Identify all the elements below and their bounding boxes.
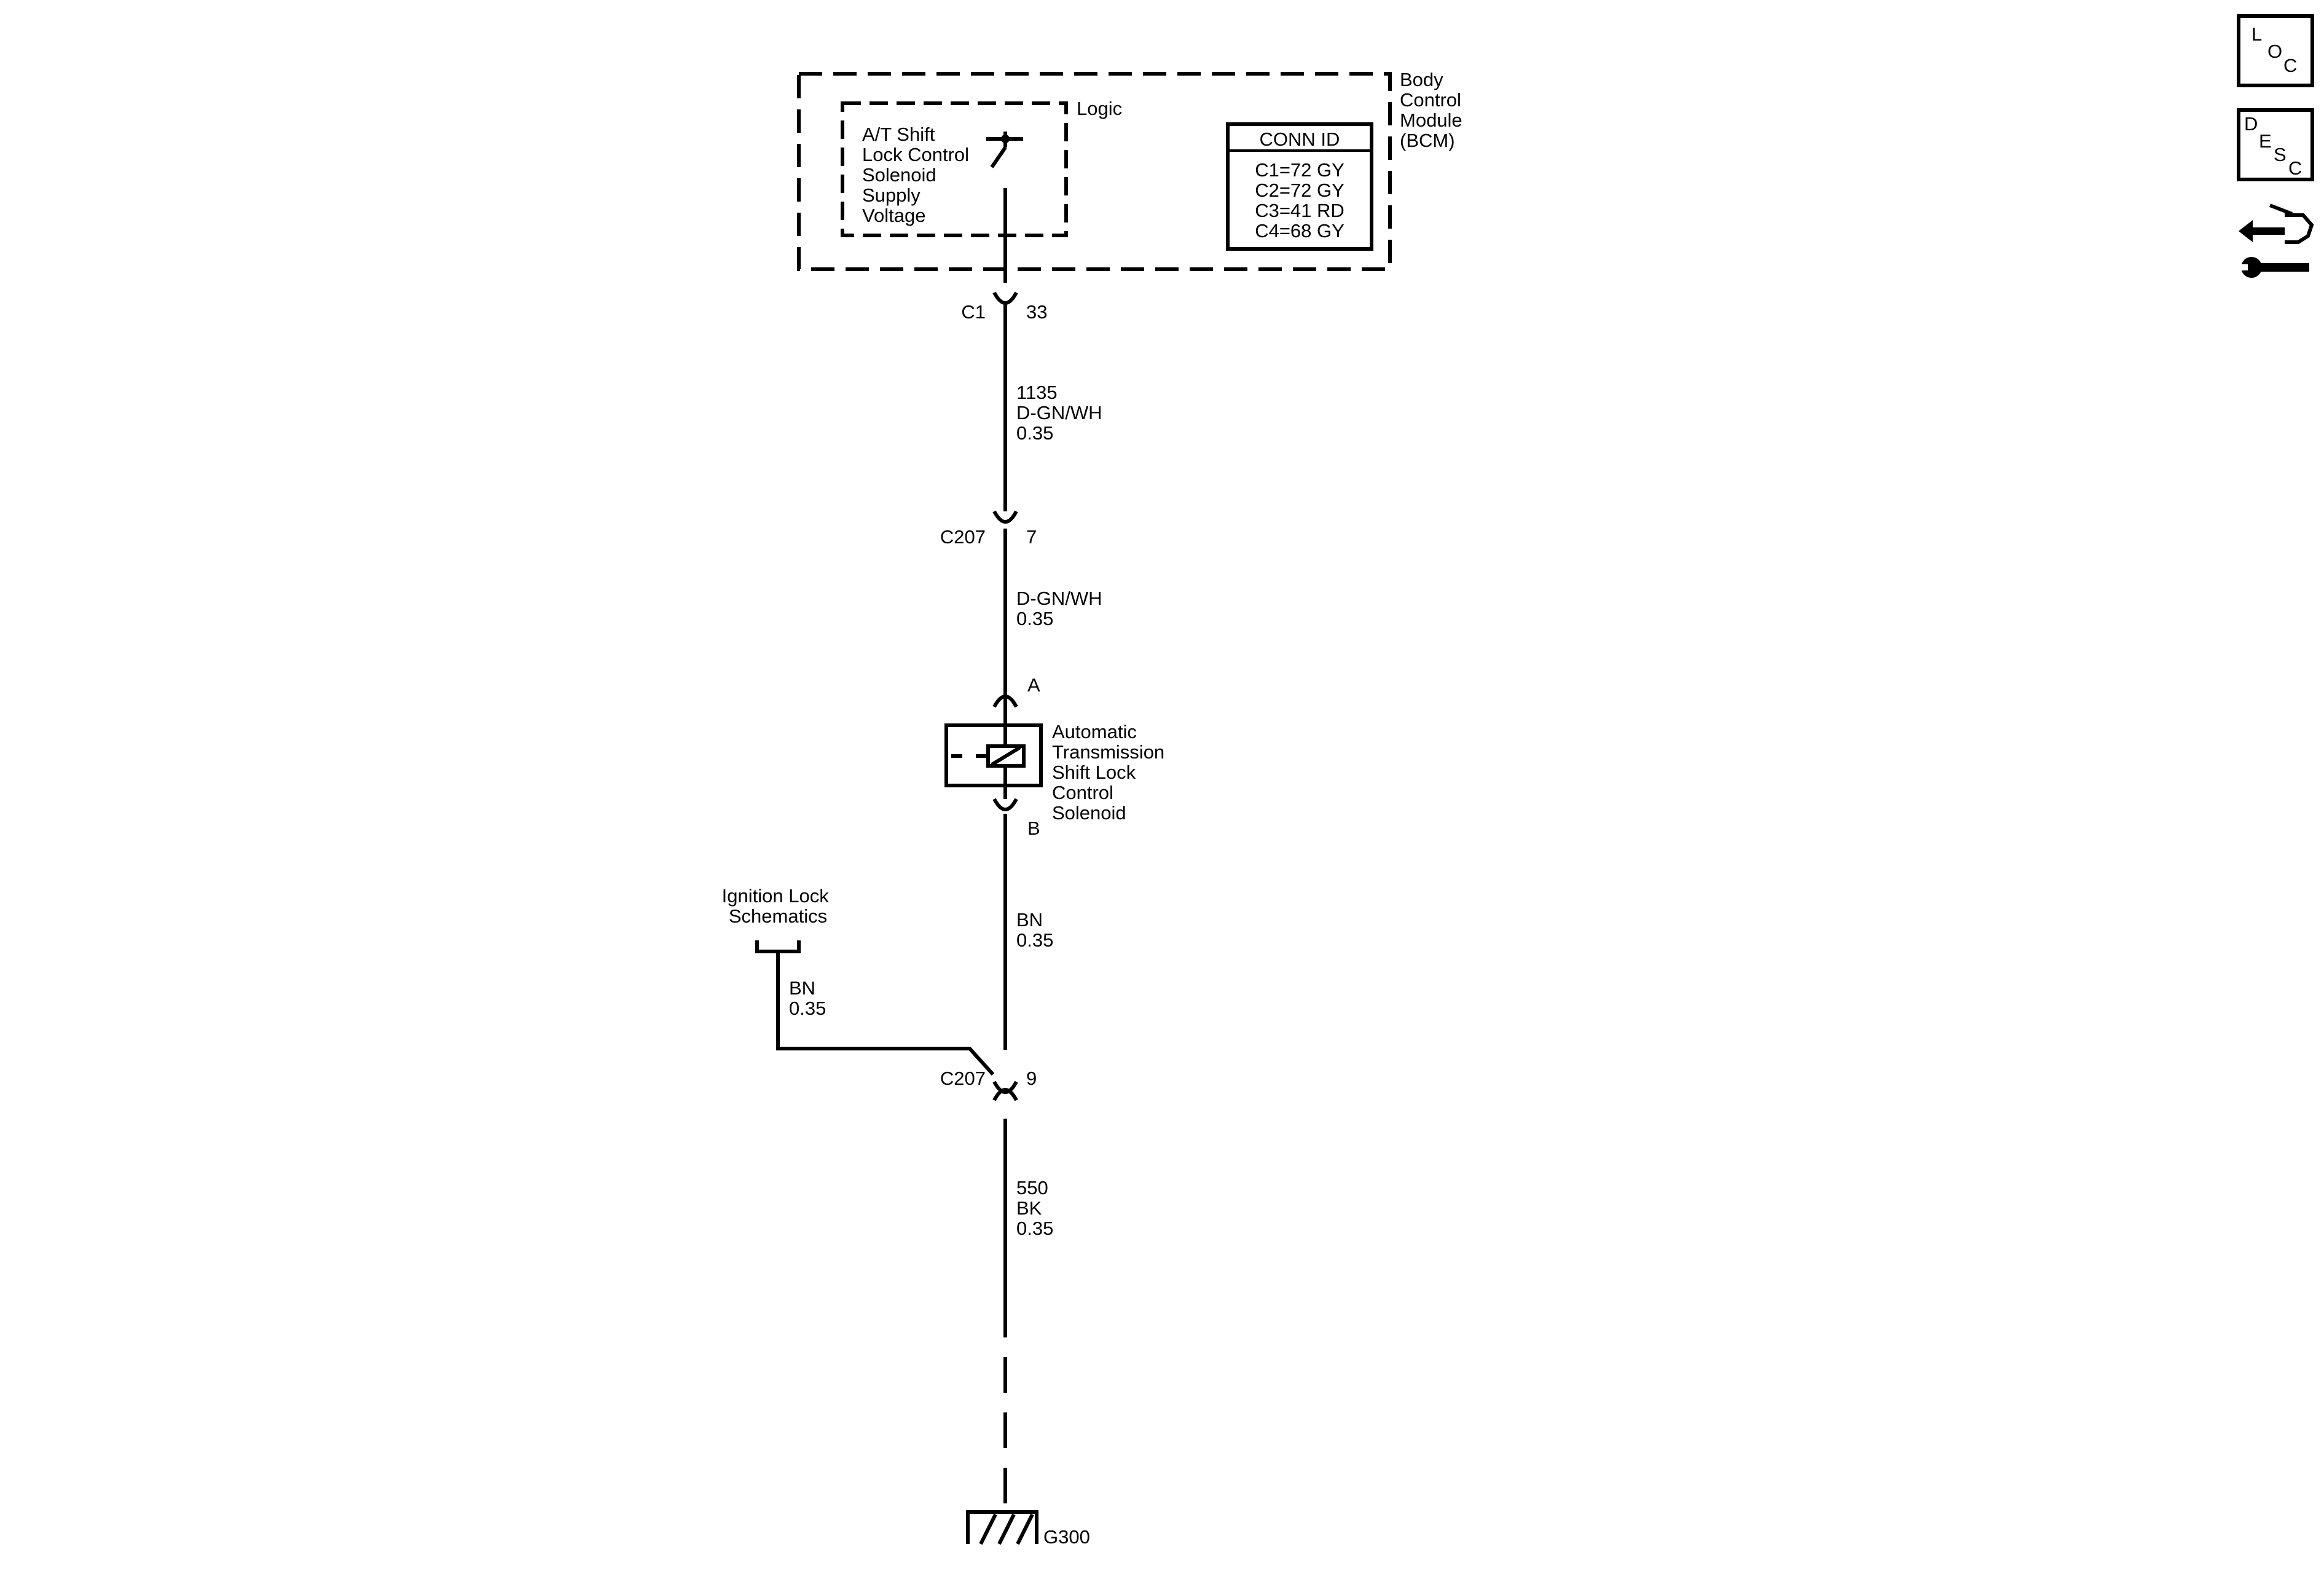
bcm-module[interactable]: Body Control Module (BCM) Logic A/T Shif… xyxy=(797,69,1467,283)
ignition-lock-reference[interactable]: Ignition Lock Schematics BN 0.35 xyxy=(722,885,995,1076)
ground-symbol xyxy=(966,1510,1038,1545)
solenoid-name: Automatic Transmission Shift Lock Contro… xyxy=(1052,721,1170,824)
logic-outline xyxy=(841,101,1068,237)
conn-id-header: CONN ID xyxy=(1260,128,1340,150)
shift-lock-solenoid[interactable]: A B Automatic Transmission Shift Lock Co… xyxy=(944,674,1170,839)
conn-id-table: CONN ID C1=72 GY C2=72 GY C3=41 RD C4=68… xyxy=(1226,122,1373,251)
desc-letter: D xyxy=(2244,113,2258,135)
solenoid-pin-b: B xyxy=(1027,817,1040,839)
loc-button[interactable]: L O C xyxy=(2237,14,2314,87)
circuit-description: A/T Shift Lock Control Solenoid Supply V… xyxy=(862,124,975,226)
connector-c207-pin7-pin: 7 xyxy=(1026,526,1037,548)
wire-label-bn-main: BN 0.35 xyxy=(1016,909,1053,951)
ground-g300[interactable]: G300 xyxy=(966,1510,1090,1548)
wire-label-bn-branch: BN 0.35 xyxy=(789,977,826,1019)
ground-name: G300 xyxy=(1043,1526,1090,1548)
connector-c207-pin7-name: C207 xyxy=(940,526,986,548)
supply-switch-symbol xyxy=(986,132,1023,283)
reference-label: Ignition Lock Schematics xyxy=(722,885,834,927)
wire-label-dgnwh: D-GN/WH 0.35 xyxy=(1016,588,1107,629)
reference-bracket xyxy=(755,940,801,953)
connector-c207-pin9[interactable]: C207 9 xyxy=(940,1068,1037,1101)
desc-button[interactable]: D E S C xyxy=(2237,108,2314,181)
connector-c207-pin9-upper xyxy=(992,1081,1018,1094)
loc-letter: C xyxy=(2283,55,2297,76)
connector-c1-name: C1 xyxy=(961,301,986,323)
wire-label-550: 550 BK 0.35 xyxy=(1016,1177,1053,1239)
desc-letter: S xyxy=(2274,144,2287,165)
connector-c207-pin9-lower xyxy=(992,1088,1018,1101)
connector-c1[interactable]: C1 33 xyxy=(961,291,1047,323)
connector-c207-pin7[interactable]: C207 7 xyxy=(940,510,1037,548)
bcm-name: Body Control Module (BCM) xyxy=(1400,69,1467,151)
connector-c1-symbol xyxy=(992,291,1018,305)
conn-id-row: C1=72 GY xyxy=(1255,159,1345,181)
conn-id-row: C3=41 RD xyxy=(1255,200,1345,221)
loc-letter: L xyxy=(2251,23,2262,45)
connector-c1-pin: 33 xyxy=(1026,301,1047,323)
solenoid-pin-b-symbol xyxy=(992,798,1018,811)
switch-contact xyxy=(1001,135,1010,143)
desc-letter: E xyxy=(2259,130,2272,152)
loc-letter: O xyxy=(2267,41,2282,62)
solenoid-pin-a: A xyxy=(1027,674,1040,696)
conn-id-row: C2=72 GY xyxy=(1255,179,1345,201)
wire-label-1135: 1135 D-GN/WH 0.35 xyxy=(1016,382,1107,444)
reference-wire xyxy=(776,951,995,1076)
bcm-outline xyxy=(797,72,1392,271)
solenoid-coil-slash xyxy=(991,746,1021,766)
connector-repair-icon[interactable] xyxy=(2237,203,2314,278)
conn-id-row: C4=68 GY xyxy=(1255,220,1345,242)
desc-letter: C xyxy=(2288,157,2302,179)
connector-c207-pin7-symbol xyxy=(992,510,1018,524)
logic-label: Logic xyxy=(1077,98,1122,119)
connector-c207-pin9-name: C207 xyxy=(940,1068,986,1089)
connector-c207-pin9-pin: 9 xyxy=(1026,1068,1037,1089)
